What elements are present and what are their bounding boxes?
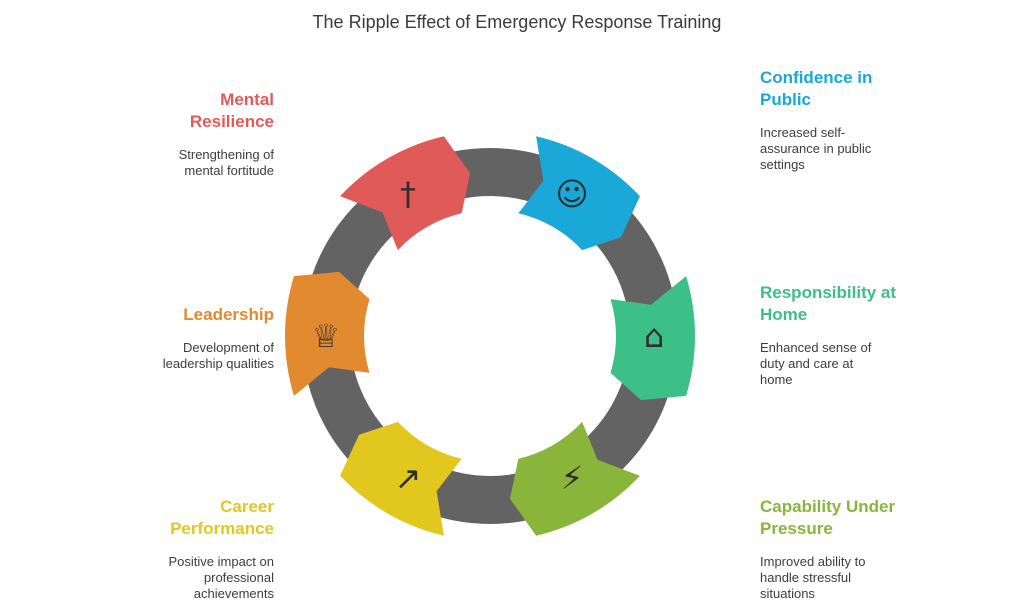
- ring-segment: [509, 421, 640, 536]
- ring-segment: [285, 271, 370, 396]
- description-capability-under-pressure: Improved ability to handle stressful sit…: [760, 554, 866, 601]
- description-confidence-in-public: Increased self-assurance in public setti…: [760, 125, 872, 172]
- label-responsibility-at-home: Responsibility at Home Enhanced sense of…: [760, 282, 970, 388]
- heading-confidence-in-public: Confidence in Public: [760, 68, 873, 109]
- label-confidence-in-public: Confidence in Public Increased self-assu…: [760, 67, 970, 173]
- heading-responsibility-at-home: Responsibility at Home: [760, 283, 897, 324]
- ring-segment: [610, 276, 695, 401]
- description-leadership: Development of leadership qualities: [162, 340, 274, 371]
- diagram-title: The Ripple Effect of Emergency Response …: [312, 12, 722, 32]
- label-capability-under-pressure: Capability Under Pressure Improved abili…: [760, 496, 970, 602]
- ring-segment: [340, 421, 462, 536]
- leader-pagoda-icon: ♕: [312, 317, 341, 355]
- heading-career-performance: Career Performance: [170, 497, 274, 538]
- person-growth-arrow-icon: ↗: [395, 459, 422, 497]
- person-in-spotlight-icon: ☺: [555, 175, 588, 213]
- mind-pillar-icon: †: [400, 175, 416, 213]
- heading-capability-under-pressure: Capability Under Pressure: [760, 497, 896, 538]
- label-mental-resilience: Mental Resilience Strengthening of menta…: [64, 89, 274, 179]
- label-leadership: Leadership Development of leadership qua…: [64, 304, 274, 372]
- house-and-caregiver-icon: ⌂: [644, 317, 664, 355]
- description-mental-resilience: Strengthening of mental fortitude: [178, 147, 274, 178]
- heading-leadership: Leadership: [183, 305, 274, 324]
- ring-segment: [518, 136, 640, 251]
- person-lightning-icon: ⚡: [561, 459, 583, 497]
- heading-mental-resilience: Mental Resilience: [189, 90, 274, 131]
- description-career-performance: Positive impact on professional achievem…: [168, 554, 275, 601]
- ring-segment: [340, 136, 471, 251]
- label-career-performance: Career Performance Positive impact on pr…: [64, 496, 275, 602]
- description-responsibility-at-home: Enhanced sense of duty and care at home: [760, 340, 872, 387]
